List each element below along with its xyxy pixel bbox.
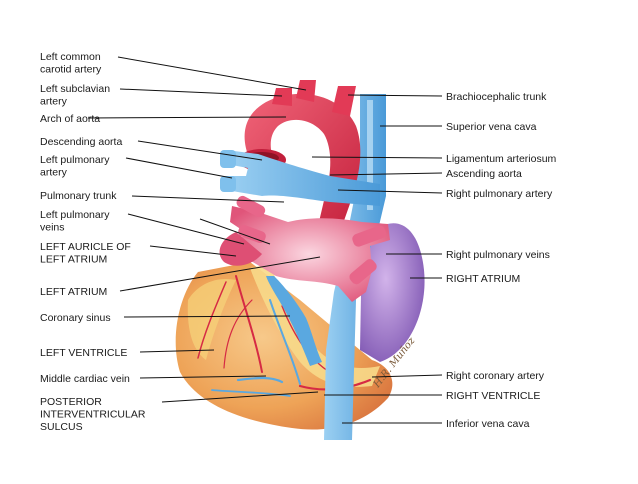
label-ligamentum-arteriosum: Ligamentum arteriosum xyxy=(446,153,557,165)
left-pulmonary-artery-end-2 xyxy=(220,176,236,192)
brachiocephalic-branch xyxy=(332,86,356,116)
label-left-atrium: LEFT ATRIUM xyxy=(40,286,107,298)
label-middle-cardiac-vein: Middle cardiac vein xyxy=(40,373,130,385)
left-pulmonary-artery-end xyxy=(220,150,236,168)
label-superior-vena-cava: Superior vena cava xyxy=(446,121,537,133)
label-left-ventricle: LEFT VENTRICLE xyxy=(40,347,127,359)
left-leader-lines xyxy=(87,56,321,403)
label-right-atrium: RIGHT ATRIUM xyxy=(446,273,520,285)
label-descending-aorta: Descending aorta xyxy=(40,136,122,148)
svc-highlight xyxy=(367,100,373,210)
coronary-sinus-shape xyxy=(266,276,322,366)
label-right-pulmonary-veins: Right pulmonary veins xyxy=(446,249,550,261)
left-subclavian-branch xyxy=(272,88,292,106)
pulmonary-artery-shape xyxy=(226,150,380,206)
label-brachiocephalic-trunk: Brachiocephalic trunk xyxy=(446,91,547,103)
label-pulmonary-trunk: Pulmonary trunk xyxy=(40,190,117,202)
label-right-coronary-artery: Right coronary artery xyxy=(446,370,545,382)
label-coronary-sinus: Coronary sinus xyxy=(40,312,111,324)
right-leader-lines xyxy=(311,94,443,424)
left-carotid-branch xyxy=(296,80,316,102)
left-ventricle-fat xyxy=(187,278,236,360)
label-arch-of-aorta: Arch of aorta xyxy=(40,113,100,125)
left-atrium-shape xyxy=(228,206,390,302)
label-right-pulmonary-artery: Right pulmonary artery xyxy=(446,188,553,200)
right-atrium-shape xyxy=(360,223,425,362)
pulmonary-veins xyxy=(236,195,386,285)
label-ascending-aorta: Ascending aorta xyxy=(446,168,522,180)
label-right-ventricle: RIGHT VENTRICLE xyxy=(446,390,540,402)
label-inferior-vena-cava: Inferior vena cava xyxy=(446,418,530,430)
right-labels: Brachiocephalic trunk Superior vena cava… xyxy=(446,91,557,430)
